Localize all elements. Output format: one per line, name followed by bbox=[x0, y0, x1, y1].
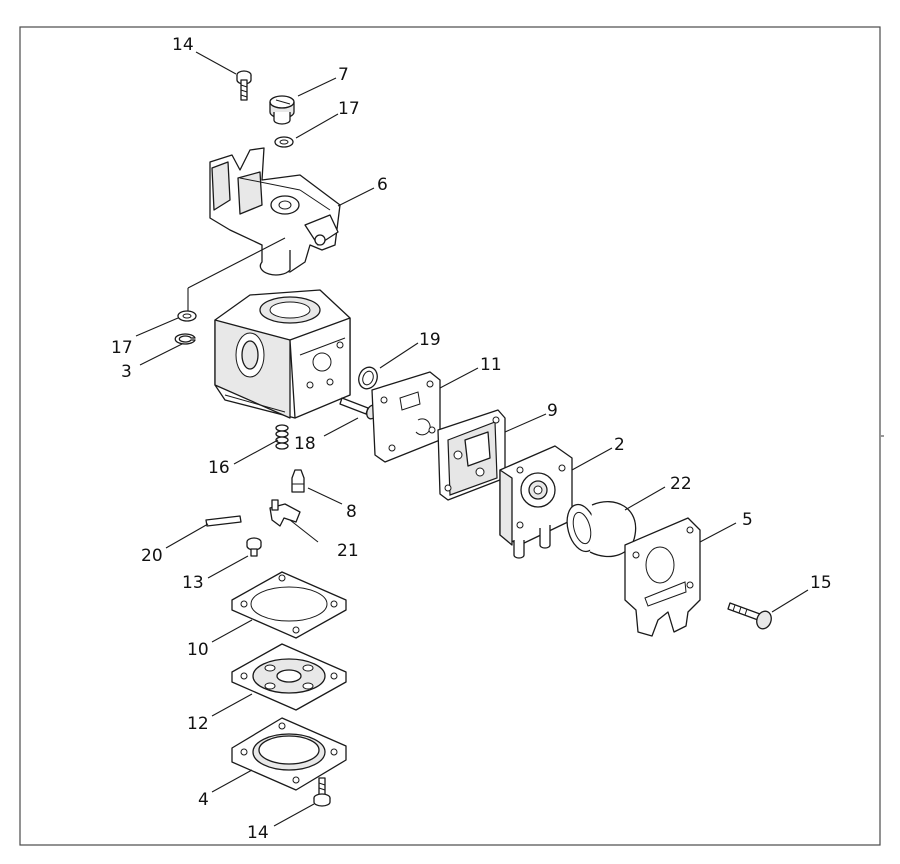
pump-cover-part-2 bbox=[499, 445, 573, 559]
metering-lever-part-21 bbox=[269, 499, 301, 527]
gasket-part-10 bbox=[231, 571, 347, 639]
cover-part-4 bbox=[231, 717, 347, 791]
callout-14-bottom: 14 bbox=[247, 823, 269, 843]
callout-7: 7 bbox=[338, 65, 349, 85]
callout-3: 3 bbox=[121, 362, 132, 382]
long-screw-part-15 bbox=[727, 602, 772, 630]
pump-diaphragm-part-9 bbox=[437, 409, 506, 501]
callout-13: 13 bbox=[182, 573, 204, 593]
callout-12: 12 bbox=[187, 714, 209, 734]
pump-gasket-part-11 bbox=[371, 371, 441, 463]
pin-part-20 bbox=[205, 515, 242, 527]
inlet-needle-part-8 bbox=[291, 469, 305, 493]
small-o-ring-part-19 bbox=[358, 366, 378, 390]
callout-16: 16 bbox=[208, 458, 230, 478]
callout-17-top: 17 bbox=[338, 99, 360, 119]
callout-20: 20 bbox=[141, 546, 163, 566]
callout-4: 4 bbox=[198, 790, 209, 810]
screw-part-14-top bbox=[236, 70, 252, 101]
leader-lines bbox=[135, 51, 809, 827]
diagram-frame bbox=[19, 26, 881, 846]
callout-15: 15 bbox=[810, 573, 832, 593]
callout-9: 9 bbox=[547, 401, 558, 421]
carburetor-body bbox=[214, 289, 351, 419]
callout-19: 19 bbox=[419, 330, 441, 350]
screw-part-14-bottom bbox=[313, 777, 331, 807]
callout-5: 5 bbox=[742, 510, 753, 530]
callout-6: 6 bbox=[377, 175, 388, 195]
callout-2: 2 bbox=[614, 435, 625, 455]
callout-10: 10 bbox=[187, 640, 209, 660]
metering-diaphragm-part-12 bbox=[231, 643, 347, 711]
callout-18: 18 bbox=[294, 434, 316, 454]
lever-to-washer-line bbox=[187, 237, 286, 289]
spring-part-16 bbox=[275, 424, 289, 450]
callout-22: 22 bbox=[670, 474, 692, 494]
callout-11: 11 bbox=[480, 355, 502, 375]
callout-8: 8 bbox=[346, 502, 357, 522]
callout-21: 21 bbox=[337, 541, 359, 561]
mounting-plate-part-5 bbox=[624, 517, 701, 637]
adjust-screw-part-7 bbox=[269, 95, 295, 125]
callout-14-top: 14 bbox=[172, 35, 194, 55]
lever-bracket-part-6 bbox=[209, 147, 341, 276]
small-screw-part-13 bbox=[246, 537, 262, 557]
washer-part-17-left bbox=[177, 310, 197, 322]
o-ring-part-17-top bbox=[274, 136, 294, 148]
callout-17-left: 17 bbox=[111, 338, 133, 358]
primer-bulb-part-22 bbox=[566, 500, 637, 558]
clip-part-3 bbox=[174, 333, 196, 345]
